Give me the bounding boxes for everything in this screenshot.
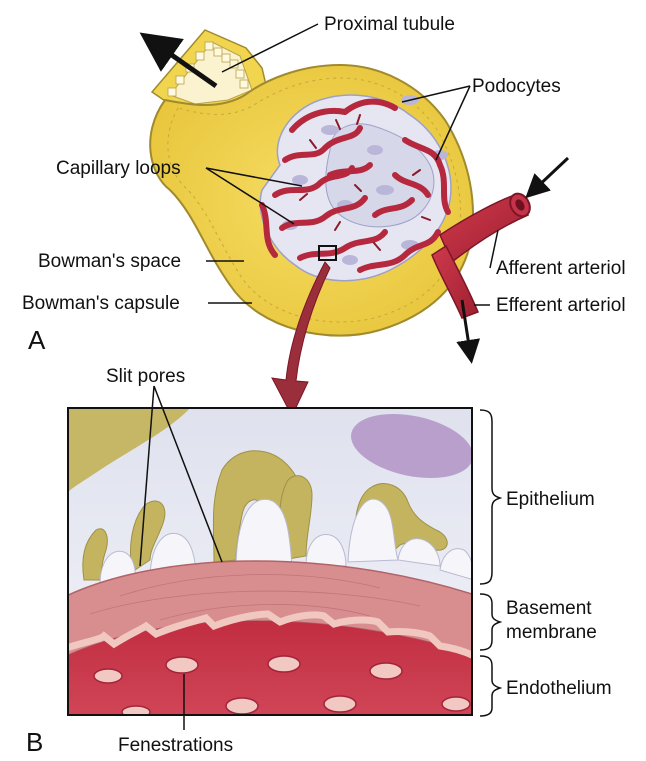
panel-b-letter: B	[26, 727, 43, 757]
membrane-cross-section	[68, 408, 472, 715]
flow-arrows	[139, 32, 570, 364]
panel-b: Slit pores Epithelium Basement membrane …	[26, 366, 612, 757]
label-fenestrations: Fenestrations	[118, 735, 233, 756]
label-capillary-loops: Capillary loops	[56, 158, 181, 179]
label-podocytes: Podocytes	[472, 76, 561, 97]
panel-a-leader-lines	[205, 23, 499, 306]
label-bowmans-space: Bowman's space	[38, 251, 181, 272]
label-proximal-tubule: Proximal tubule	[324, 14, 455, 35]
zoom-box	[318, 245, 337, 261]
label-efferent-arteriol: Efferent arteriol	[496, 295, 626, 316]
label-afferent-arteriol: Afferent arteriol	[496, 258, 626, 279]
label-epithelium: Epithelium	[506, 489, 595, 510]
efferent-outflow-arrow	[456, 299, 481, 364]
label-bowmans-capsule: Bowman's capsule	[22, 293, 180, 314]
podocyte-nucleus	[351, 413, 472, 479]
label-basement-line1: Basement	[506, 598, 592, 619]
panel-a: Proximal tubule Podocytes Capillary loop…	[22, 14, 626, 418]
fenestration-pores	[93, 655, 471, 715]
label-basement-line2: membrane	[506, 622, 597, 643]
layer-braces	[479, 409, 503, 717]
arterioles	[431, 192, 531, 319]
glomerulus	[259, 94, 452, 282]
panel-b-leader-lines	[139, 385, 223, 730]
label-slit-pores: Slit pores	[106, 366, 185, 387]
tubule-outflow-arrow	[139, 32, 218, 89]
panel-a-letter: A	[28, 325, 46, 355]
label-endothelium: Endothelium	[506, 678, 612, 699]
afferent-inflow-arrow	[525, 156, 570, 199]
